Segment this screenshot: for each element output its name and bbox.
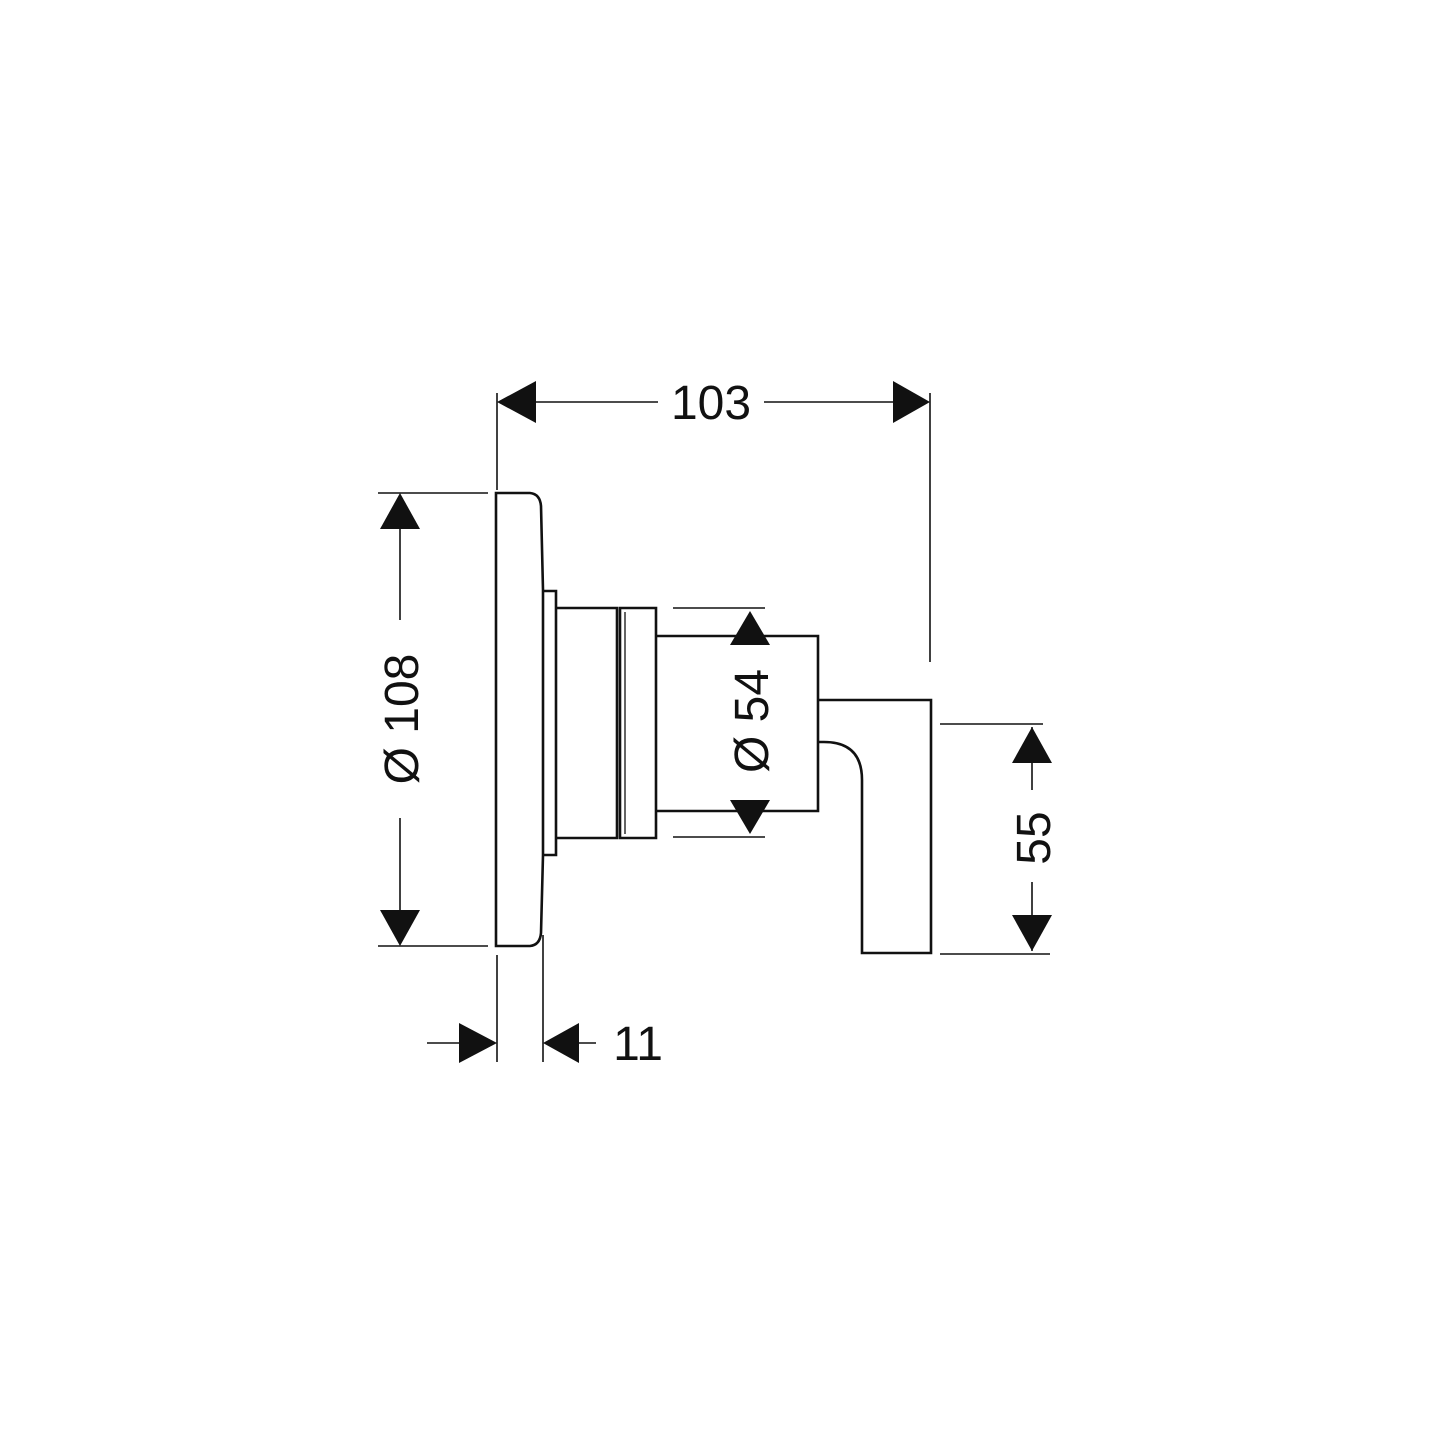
arrowhead bbox=[730, 611, 770, 645]
arrowhead bbox=[730, 800, 770, 834]
arrowhead bbox=[380, 493, 420, 529]
arrowhead bbox=[543, 1023, 579, 1063]
dimension-label-103: 103 bbox=[671, 377, 751, 430]
arrowhead bbox=[1012, 915, 1052, 951]
arrowhead bbox=[459, 1023, 497, 1063]
rosette-plate bbox=[494, 491, 545, 948]
dimension-rosette-diameter: Ø 108 bbox=[376, 492, 488, 947]
arrowhead bbox=[380, 910, 420, 946]
dimension-label-54: Ø 54 bbox=[726, 669, 779, 773]
dimension-label-55: 55 bbox=[1008, 811, 1061, 864]
lever-handle bbox=[818, 698, 933, 955]
dimension-label-108: Ø 108 bbox=[376, 654, 429, 785]
arrowhead bbox=[1012, 727, 1052, 763]
body-inner-ring bbox=[556, 606, 619, 840]
dimension-label-11: 11 bbox=[613, 1018, 663, 1071]
dimension-rosette-thickness: 11 bbox=[427, 935, 663, 1071]
dimension-lever-height: 55 bbox=[940, 723, 1061, 955]
dimension-body-diameter: Ø 54 bbox=[673, 607, 779, 838]
body-ribbed-ring bbox=[618, 606, 658, 840]
rosette-collar bbox=[543, 589, 558, 857]
arrowhead bbox=[497, 381, 536, 423]
part-outline bbox=[494, 491, 933, 955]
dimension-overall-depth: 103 bbox=[496, 377, 931, 662]
arrowhead bbox=[893, 381, 930, 423]
